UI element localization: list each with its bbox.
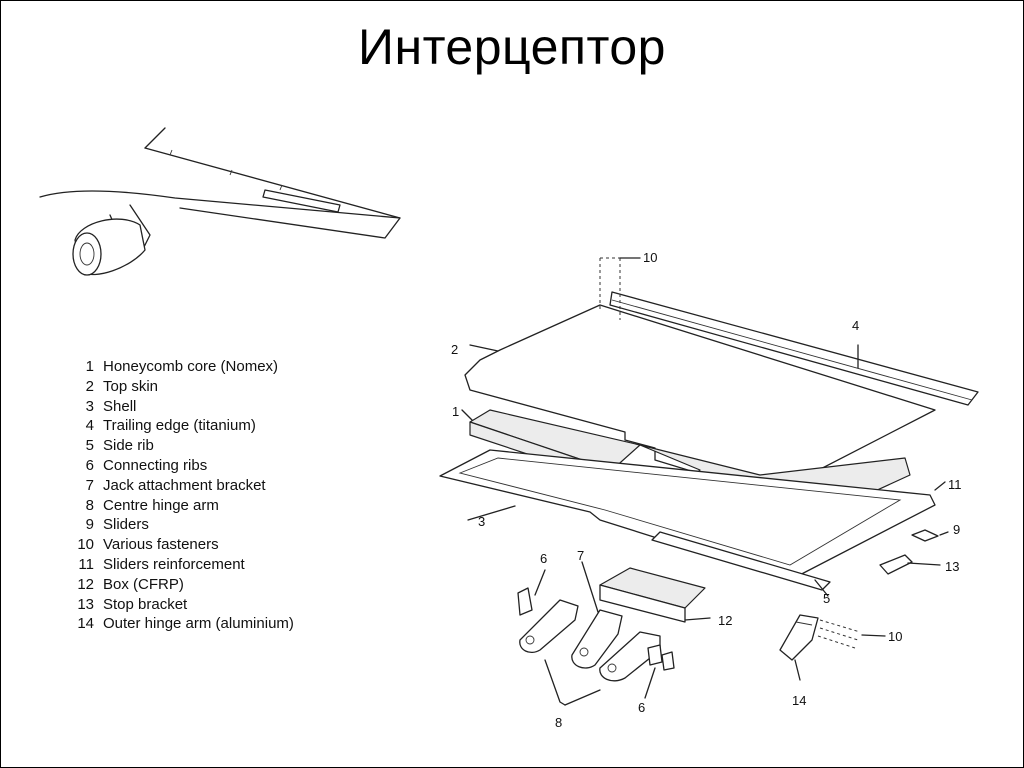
callout-5: 5	[823, 591, 830, 606]
callout-6-top: 6	[540, 551, 547, 566]
callout-8: 8	[555, 715, 562, 730]
callout-10-top: 10	[643, 250, 657, 265]
fasteners-top	[599, 257, 641, 320]
callout-9: 9	[953, 522, 960, 537]
callout-10-bottom: 10	[888, 629, 902, 644]
callout-4: 4	[852, 318, 859, 333]
callout-6-bottom: 6	[638, 700, 645, 715]
slide-title: Интерцептор	[358, 19, 666, 75]
callout-13: 13	[945, 559, 959, 574]
trailing-edge-part	[609, 291, 979, 406]
slider-part	[911, 529, 949, 542]
callout-2: 2	[451, 342, 458, 357]
hinge-arms-group	[517, 561, 675, 706]
wing-engine-sketch	[39, 127, 401, 276]
stop-bracket-part	[879, 554, 941, 575]
callout-11: 11	[948, 477, 962, 492]
callout-3: 3	[478, 514, 485, 529]
shell-part	[439, 449, 946, 581]
callout-7: 7	[577, 548, 584, 563]
callout-14: 14	[792, 693, 806, 708]
callout-12: 12	[718, 613, 732, 628]
box-cfrp-part	[599, 567, 711, 623]
side-rib-part	[651, 531, 831, 597]
outer-hinge-arm-part	[779, 614, 886, 681]
callout-1: 1	[452, 404, 459, 419]
